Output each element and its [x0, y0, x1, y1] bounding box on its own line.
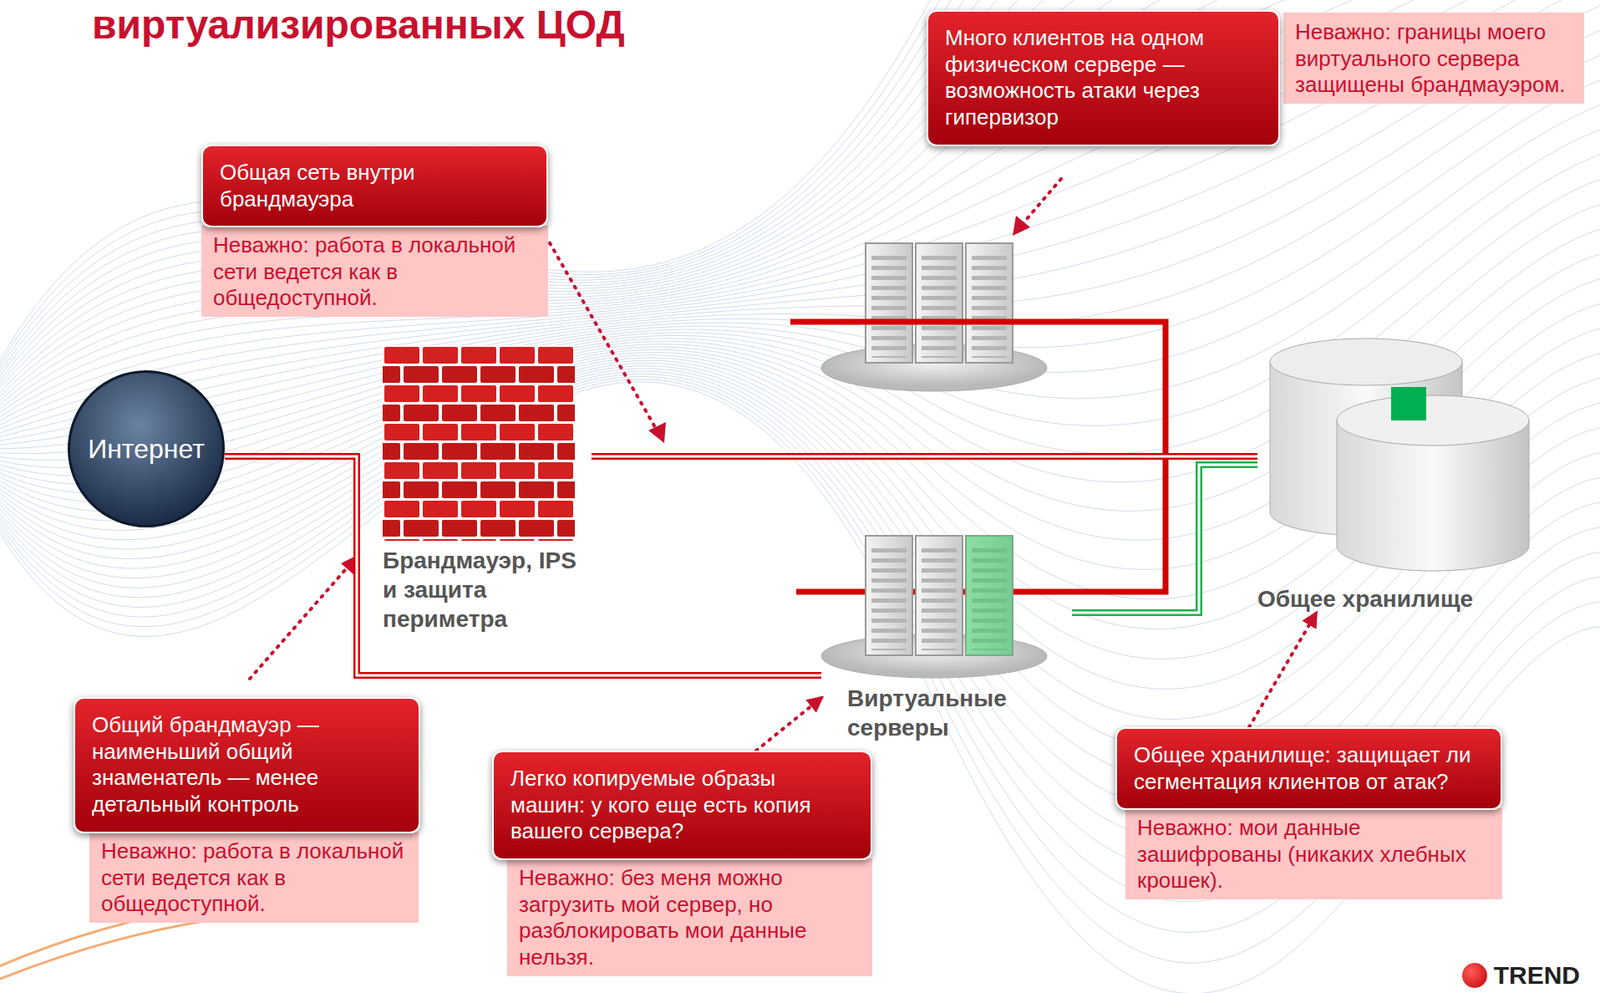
- internet-circle: Интернет: [67, 370, 225, 528]
- connector: [591, 456, 1258, 458]
- node-text: Общее хранилище: защищает ли сегментация…: [1133, 741, 1484, 795]
- callout-box: Общий брандмауэр — наименьший общий знам…: [73, 696, 421, 834]
- node-text: Неважно: без меня можно загрузить мой се…: [518, 864, 861, 971]
- callout-box: Общая сеть внутри брандмауэра: [201, 144, 549, 228]
- diagram-title: виртуализированных ЦОД: [91, 1, 625, 48]
- connector: [1071, 464, 1258, 613]
- illustrated-node: Виртуальные серверы: [821, 530, 1072, 742]
- connector-line: [591, 455, 1258, 458]
- connector: [756, 697, 822, 751]
- node-illustration: [1257, 336, 1584, 580]
- top-server-group: [821, 243, 1047, 392]
- node-text: Легко копируемые образы машин: у кого ещ…: [510, 765, 854, 845]
- connector-line: [1071, 464, 1258, 613]
- connector-line: [591, 452, 1258, 460]
- callout-box: Много клиентов на одном физическом серве…: [926, 10, 1280, 147]
- note-box: Неважно: границы моего виртуального серв…: [1283, 12, 1585, 104]
- node-text: Общая сеть внутри брандмауэра: [219, 159, 530, 213]
- note-box: Неважно: без меня можно загрузить мой се…: [507, 858, 873, 976]
- logo-text: TREND: [1458, 960, 1584, 990]
- node-illustration: [821, 530, 1072, 679]
- node-text: Общий брандмауэр — наименьший общий знам…: [91, 711, 402, 818]
- note-box: Неважно: работа в локальной сети ведется…: [89, 831, 419, 923]
- node-label: Общее хранилище: [1257, 584, 1584, 614]
- node-text: Неважно: работа в локальной сети ведется…: [101, 838, 407, 918]
- node-text: Неважно: мои данные зашифрованы (никаких…: [1137, 814, 1491, 894]
- node-illustration: [382, 345, 592, 541]
- connector: [1249, 613, 1316, 727]
- logo-word: TREND: [1493, 960, 1580, 990]
- logo-mark: [1462, 962, 1488, 988]
- illustrated-node: Общее хранилище: [1257, 336, 1584, 614]
- node-text: Неважно: границы моего виртуального серв…: [1295, 19, 1573, 99]
- node-label: Брандмауэр, IPS и защита периметра: [382, 545, 592, 634]
- node-label: Виртуальные серверы: [821, 683, 1072, 742]
- node-text: Неважно: работа в локальной сети ведется…: [213, 232, 537, 312]
- connector-line: [756, 697, 822, 751]
- callout-box: Общее хранилище: защищает ли сегментация…: [1115, 726, 1503, 810]
- callout-box: Легко копируемые образы машин: у кого ещ…: [492, 750, 873, 860]
- note-box: Неважно: работа в локальной сети ведется…: [201, 225, 549, 317]
- note-box: Неважно: мои данные зашифрованы (никаких…: [1125, 807, 1503, 900]
- node-text: Интернет: [87, 433, 205, 465]
- node-text: Много клиентов на одном физическом серве…: [944, 25, 1262, 132]
- illustrated-node: Брандмауэр, IPS и защита периметра: [382, 345, 592, 634]
- connector-line: [1071, 464, 1258, 613]
- connector-line: [1249, 613, 1316, 727]
